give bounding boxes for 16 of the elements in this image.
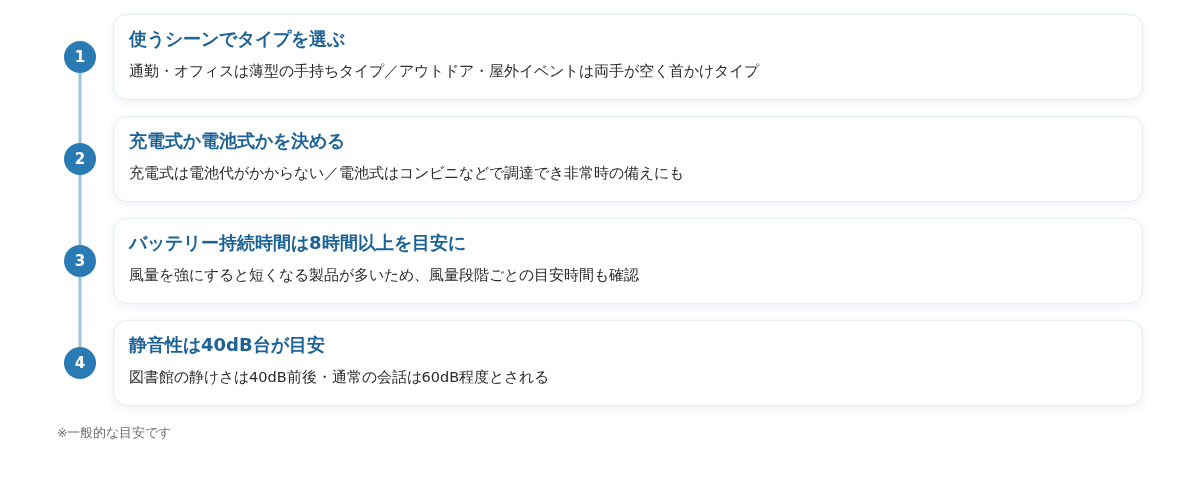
step-description: 充電式は電池代がかからない／電池式はコンビニなどで調達でき非常時の備えにも — [129, 164, 684, 183]
step-heading: 充電式か電池式かを決める — [129, 129, 345, 153]
step-card — [113, 116, 1143, 202]
footnote: ※一般的な目安です — [57, 424, 172, 442]
connector-line — [78, 175, 82, 245]
connector-line — [78, 277, 82, 347]
step-card — [113, 14, 1143, 100]
connector-line — [78, 73, 82, 143]
step-description: 通勤・オフィスは薄型の手持ちタイプ／アウトドア・屋外イベントは両手が空く首かけタイプ — [129, 62, 759, 81]
step-description: 図書館の静けさは40dB前後・通常の会話は60dB程度とされる — [129, 368, 550, 387]
step-card — [113, 320, 1143, 406]
step-heading: 使うシーンでタイプを選ぶ — [129, 27, 345, 51]
step-card — [113, 218, 1143, 304]
step-heading: 静音性は40dB台が目安 — [129, 333, 325, 357]
step-heading: バッテリー持続時間は8時間以上を目安に — [129, 231, 466, 255]
step-description: 風量を強にすると短くなる製品が多いため、風量段階ごとの目安時間も確認 — [129, 266, 639, 285]
